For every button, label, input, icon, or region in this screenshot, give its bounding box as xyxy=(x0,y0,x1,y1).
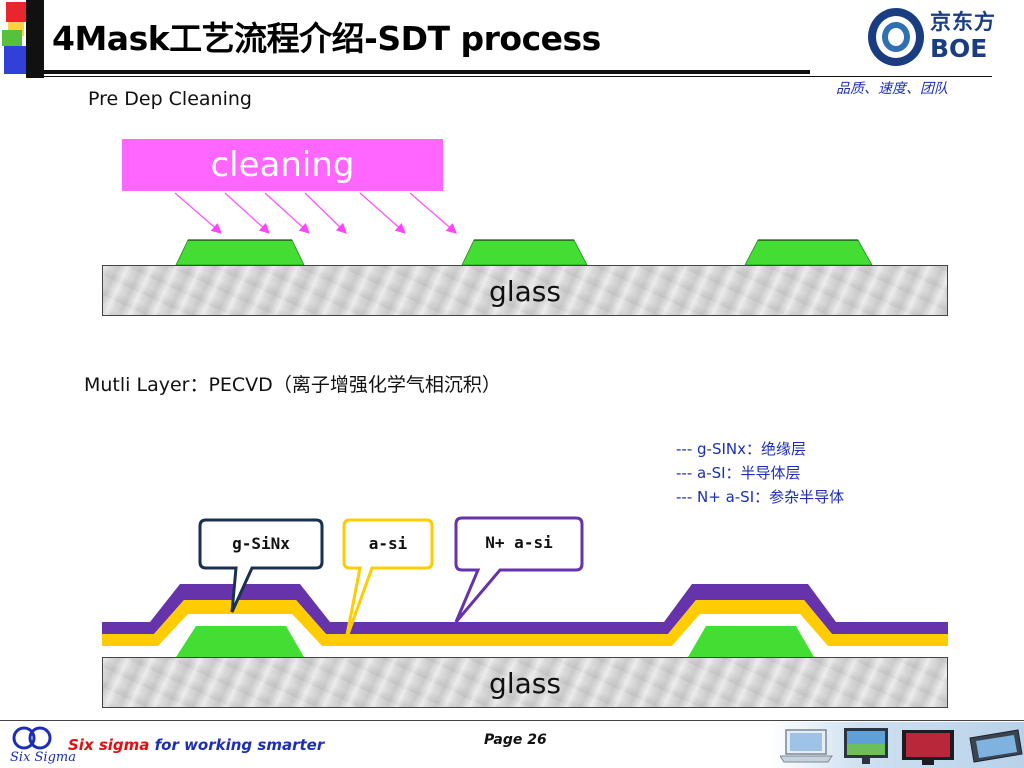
brand-en: BOE xyxy=(930,34,988,63)
laptop-icon xyxy=(780,729,833,763)
monitor-icon xyxy=(844,728,888,764)
corner-logo xyxy=(0,0,44,78)
cleaning-arrows xyxy=(174,192,457,234)
page-number: Page 26 xyxy=(484,732,547,748)
device-images-icon xyxy=(780,728,1023,765)
boe-logo-icon xyxy=(868,8,924,66)
six-sigma-logo-icon xyxy=(12,726,52,750)
footer-slogan: Six sigma for working smarter xyxy=(68,736,324,754)
legend-item-gsinx: --- g-SINx：绝缘层 xyxy=(676,440,806,458)
header-slogan: 品质、速度、团队 xyxy=(836,81,948,97)
callout-asi-shape xyxy=(342,518,434,641)
legend-item-nplus: --- N+ a-SI：参杂半导体 xyxy=(676,488,845,506)
callout-asi: a-si xyxy=(368,534,408,553)
footer-slogan-rest: for working smarter xyxy=(149,736,325,754)
footer-logo-text: Six Sigma xyxy=(10,750,76,765)
section-heading-cleaning: Pre Dep Cleaning xyxy=(88,88,252,110)
title-underline-thin xyxy=(44,76,992,77)
section-heading-multilayer: Mutli Layer：PECVD（离子增强化学气相沉积） xyxy=(84,374,501,396)
glass-substrate-1: glass xyxy=(102,265,948,316)
tv-icon xyxy=(902,730,954,765)
title-underline xyxy=(44,70,810,74)
logo-square-blue xyxy=(4,46,26,74)
legend-item-asi: --- a-SI：半导体层 xyxy=(676,464,801,482)
callout-gsinx-shape xyxy=(198,518,324,613)
multilayer-diagram xyxy=(102,516,948,657)
callout-gsinx: g-SiNx xyxy=(232,534,290,553)
callout-nplus-shape xyxy=(454,516,584,623)
footer-slogan-red: Six sigma xyxy=(68,736,150,754)
footer-divider xyxy=(0,720,1024,721)
page-title: 4Mask工艺流程介绍-SDT process xyxy=(52,19,601,58)
logo-square-green xyxy=(2,30,22,46)
cleaning-diagram xyxy=(174,192,873,266)
layer-asi xyxy=(102,600,948,646)
glass-substrate-2: glass xyxy=(102,657,948,708)
logo-square-black xyxy=(26,0,44,78)
cleaning-box: cleaning xyxy=(122,139,443,191)
green-pads-bottom xyxy=(176,626,814,657)
tablet-icon xyxy=(969,729,1023,763)
brand-cn: 京东方 xyxy=(930,10,996,34)
layer-nplus-asi xyxy=(102,584,948,634)
logo-square-red xyxy=(6,2,26,22)
callout-nplus: N+ a-si xyxy=(485,533,553,552)
